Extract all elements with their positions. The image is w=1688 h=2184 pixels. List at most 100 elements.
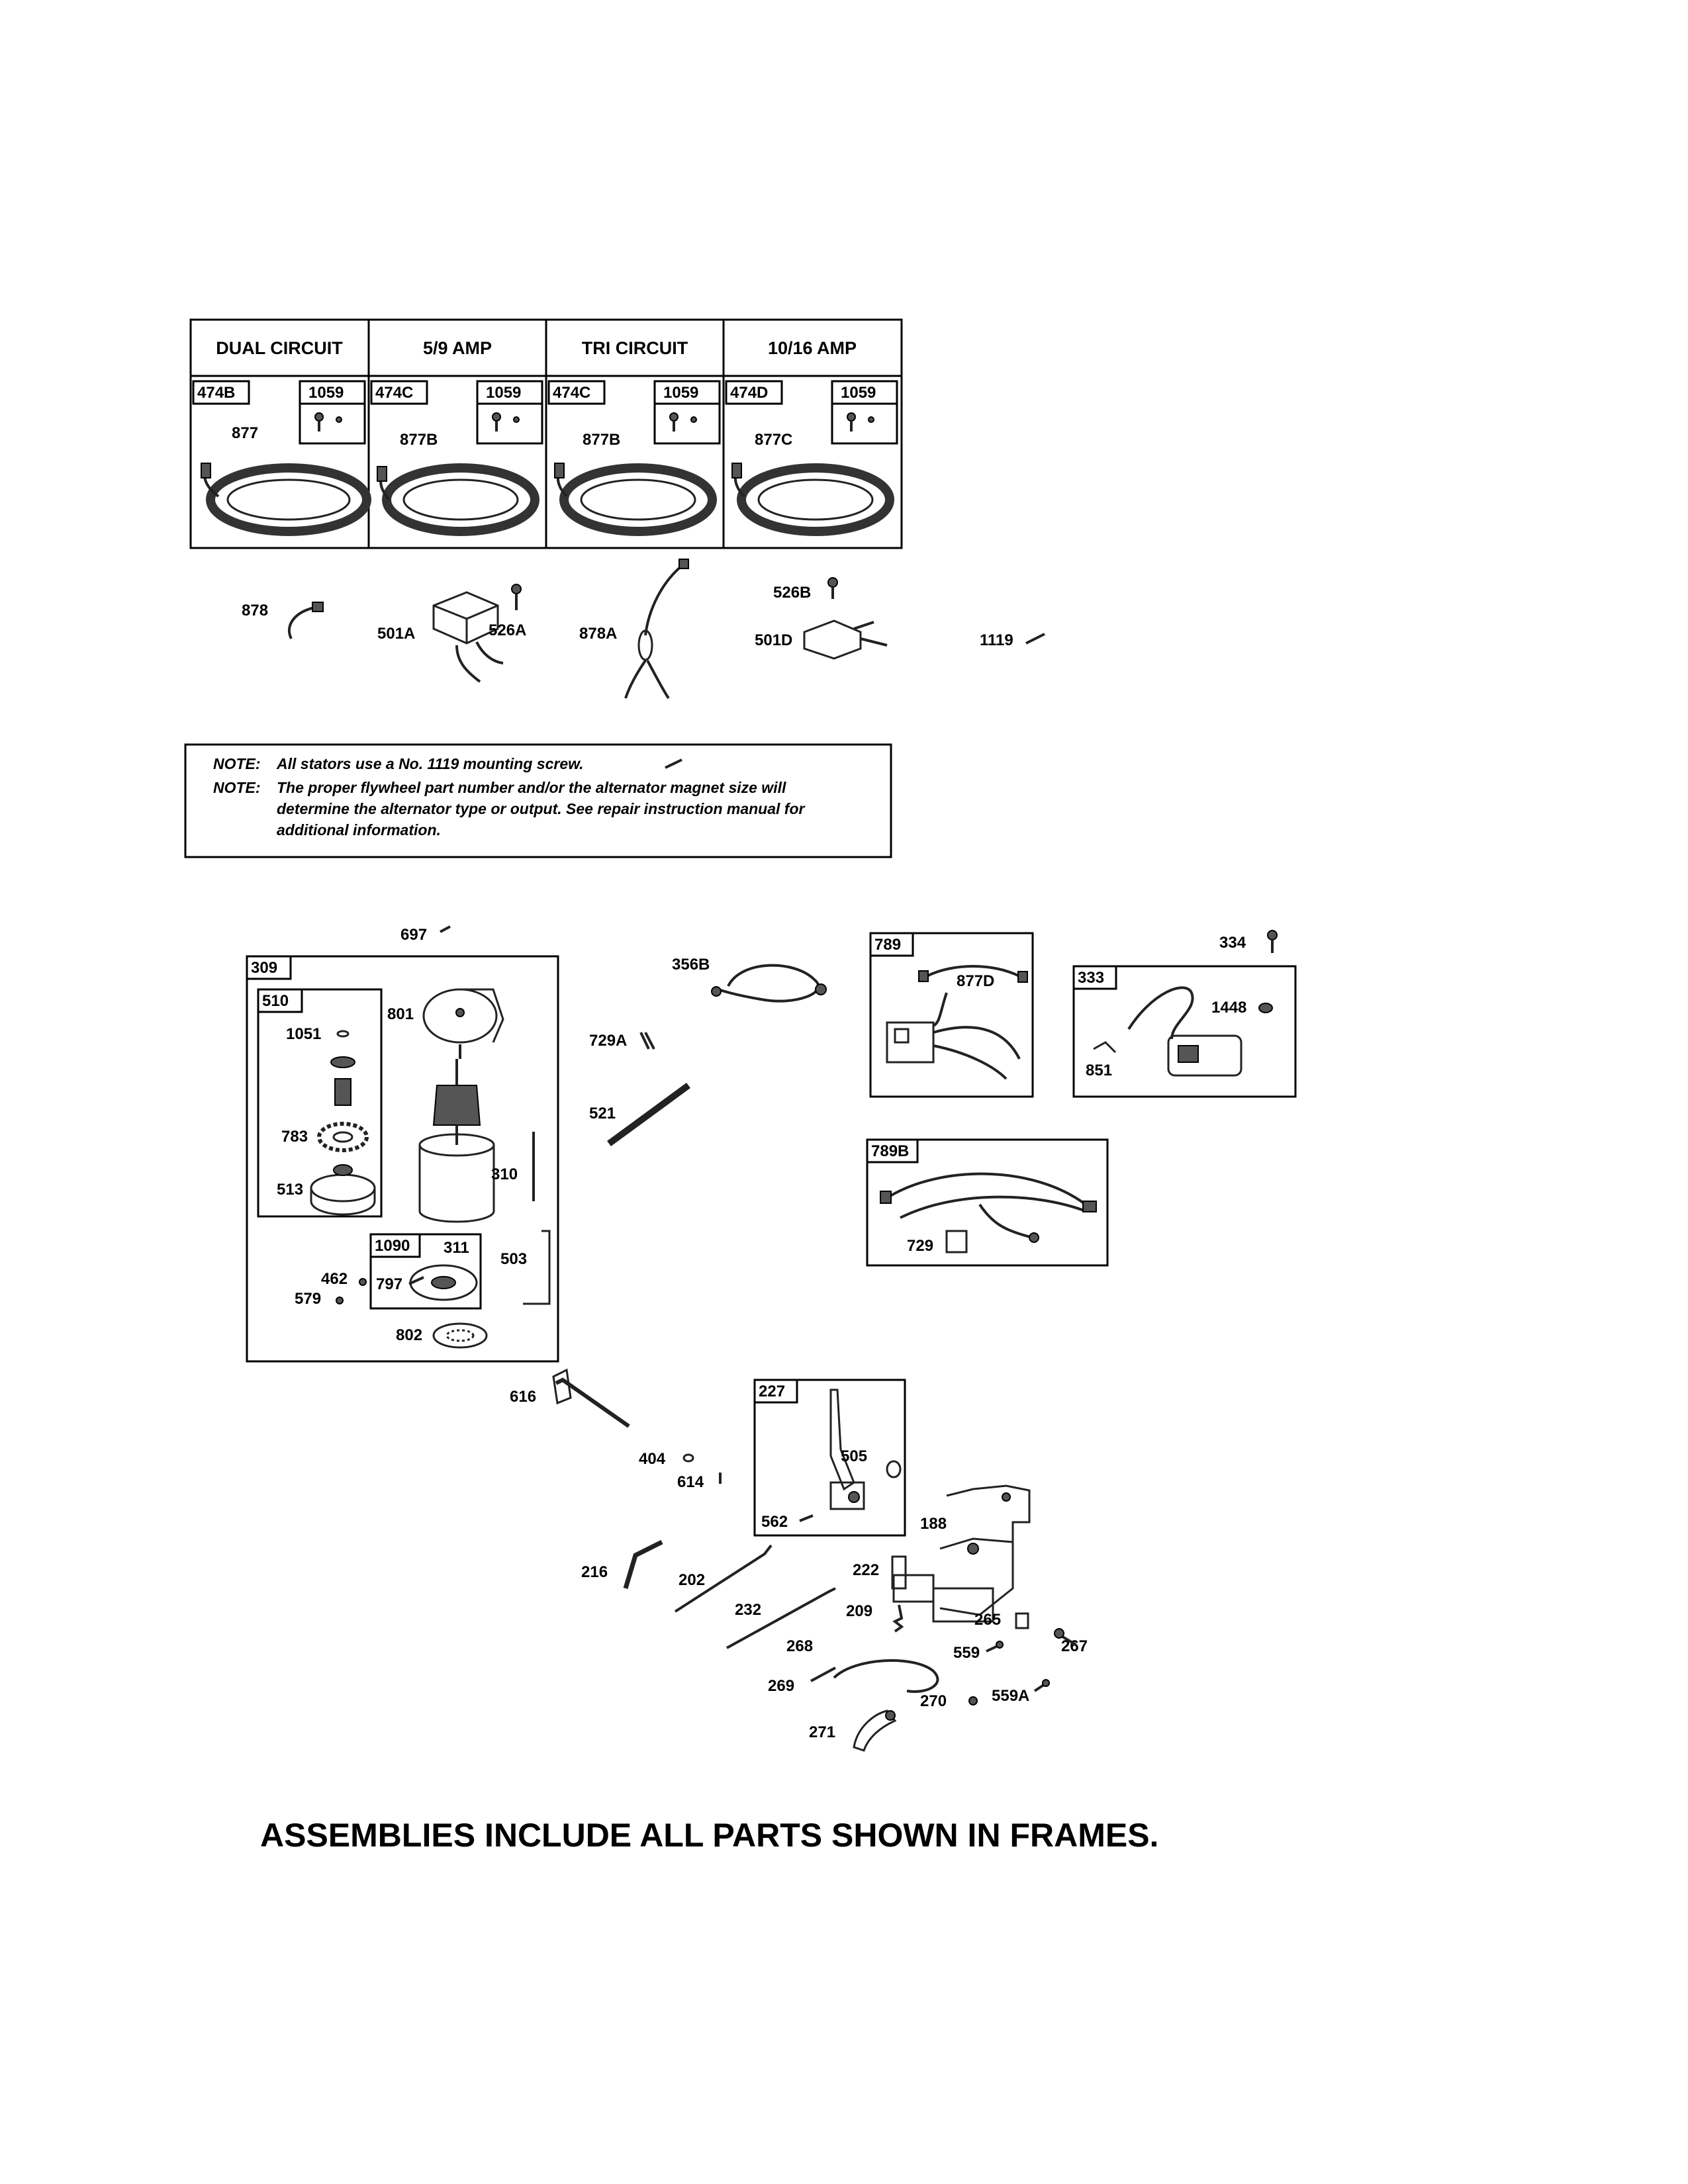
solenoid-333: 334 333 1448 851 [1072,930,1297,1098]
part-label-697: 697 [400,926,427,944]
frame-label: 474B [197,384,235,402]
screw-icon [511,584,522,610]
note-label: NOTE: [213,755,261,772]
stator-cell-3: 474C 1059 877B [547,380,721,536]
screw-icon [847,412,874,432]
frame-label: 474C [553,384,590,402]
rod-icon [607,1082,690,1147]
screw-icon [492,412,520,432]
loose-parts-row: 878 501A 526A 878A 526B 501D [242,559,1045,700]
stator-label: 877B [400,431,438,449]
starter-assembly: 697 309 510 1051 783 513 801 [246,925,559,1363]
frame-label-309: 309 [251,959,277,977]
frame-label-227: 227 [759,1383,785,1400]
part-label-202: 202 [679,1571,705,1589]
brush-plate-icon [408,1264,478,1301]
armature-icon [432,1059,481,1145]
part-label-1051: 1051 [286,1025,321,1043]
screw-label: 1059 [841,384,876,402]
part-label-209: 209 [846,1602,872,1620]
harness-789: 789 877D [869,932,1034,1098]
part-label-526a: 526A [489,621,526,639]
part-label-268: 268 [786,1637,813,1655]
frame-label: 474D [730,384,768,402]
stator-table: DUAL CIRCUIT 5/9 AMP TRI CIRCUIT 10/16 A… [189,318,903,549]
part-label-559: 559 [953,1644,980,1662]
note-text-line-2: determine the alternator type or output.… [277,800,806,817]
screw-label: 1059 [486,384,521,402]
part-label-232: 232 [735,1601,761,1619]
screw-icon [1025,633,1045,645]
spring-icon [892,1604,904,1633]
part-label-579: 579 [295,1290,321,1308]
part-label-797: 797 [376,1275,402,1293]
footer-caption: ASSEMBLIES INCLUDE ALL PARTS SHOWN IN FR… [260,1817,1158,1854]
part-label-501d: 501D [755,631,792,649]
note-text: All stators use a No. 1119 mounting scre… [276,755,584,772]
part-label-513: 513 [277,1181,303,1199]
frame-label-789: 789 [874,936,901,954]
part-label-501a: 501A [377,625,415,643]
note-box: NOTE: All stators use a No. 1119 mountin… [184,743,892,858]
header-10-16-amp: 10/16 AMP [768,338,857,358]
part-label-878: 878 [242,602,268,619]
frame-label-789b: 789B [871,1142,909,1160]
solenoid-icon [1127,986,1243,1077]
screw-label: 1059 [663,384,698,402]
frame-label-510: 510 [262,992,289,1010]
part-label-267: 267 [1061,1637,1088,1655]
throttle-cable-icon [833,1659,939,1693]
wire-lead-icon [624,559,689,700]
part-label-1448: 1448 [1211,999,1246,1017]
part-label-783: 783 [281,1128,308,1146]
throttle-lever-icon [853,1709,897,1752]
motor-housing-icon [418,1133,495,1223]
note-text-line-1: The proper flywheel part number and/or t… [277,779,786,796]
stator-label: 877C [755,431,792,449]
part-label-404: 404 [639,1450,666,1468]
part-label-216: 216 [581,1563,608,1581]
part-label-801: 801 [387,1005,414,1023]
frame-label: 474C [375,384,413,402]
part-label-270: 270 [920,1692,947,1710]
stator-cell-4: 474D 1059 877C [725,380,898,536]
pinion-gear-icon [317,1122,369,1152]
part-label-334: 334 [1219,934,1246,952]
part-label-851: 851 [1086,1062,1112,1079]
harness-789b: 789B 729 [866,1138,1109,1267]
stator-cell-2: 474C 1059 877B [370,380,543,536]
part-label-505: 505 [841,1447,867,1465]
part-label-526b: 526B [773,584,811,602]
part-label-311: 311 [444,1239,469,1257]
screw-icon [314,412,342,432]
wire-connector-icon [287,606,315,639]
frame-label-333: 333 [1078,969,1104,987]
middle-parts: 356B 729A 521 [589,956,827,1147]
screw-icon [1267,930,1278,953]
screw-icon [827,577,838,599]
drive-hub-icon [310,1164,376,1216]
part-label-462: 462 [321,1270,348,1288]
end-cap-icon [422,988,504,1059]
stator-ring-icon [377,463,539,536]
screw-icon [669,412,697,432]
header-tri-circuit: TRI CIRCUIT [582,338,688,358]
part-label-265: 265 [974,1611,1001,1629]
header-dual-circuit: DUAL CIRCUIT [216,338,343,358]
governor-controls: 616 404 614 227 505 562 188 216 202 [510,1368,1088,1752]
note-label: NOTE: [213,779,261,796]
part-label-521: 521 [589,1105,616,1122]
wire-loop-icon [711,964,827,1003]
part-label-503: 503 [500,1250,527,1268]
part-label-222: 222 [853,1561,879,1579]
governor-lever-icon [829,1388,865,1510]
header-5-9-amp: 5/9 AMP [423,338,492,358]
wire-harness-icon [886,965,1028,1080]
part-label-271: 271 [809,1723,835,1741]
screw-label: 1059 [308,384,344,402]
part-label-562: 562 [761,1513,788,1531]
part-label-1119: 1119 [980,631,1013,649]
part-label-269: 269 [768,1677,794,1695]
stator-label: 877B [583,431,620,449]
